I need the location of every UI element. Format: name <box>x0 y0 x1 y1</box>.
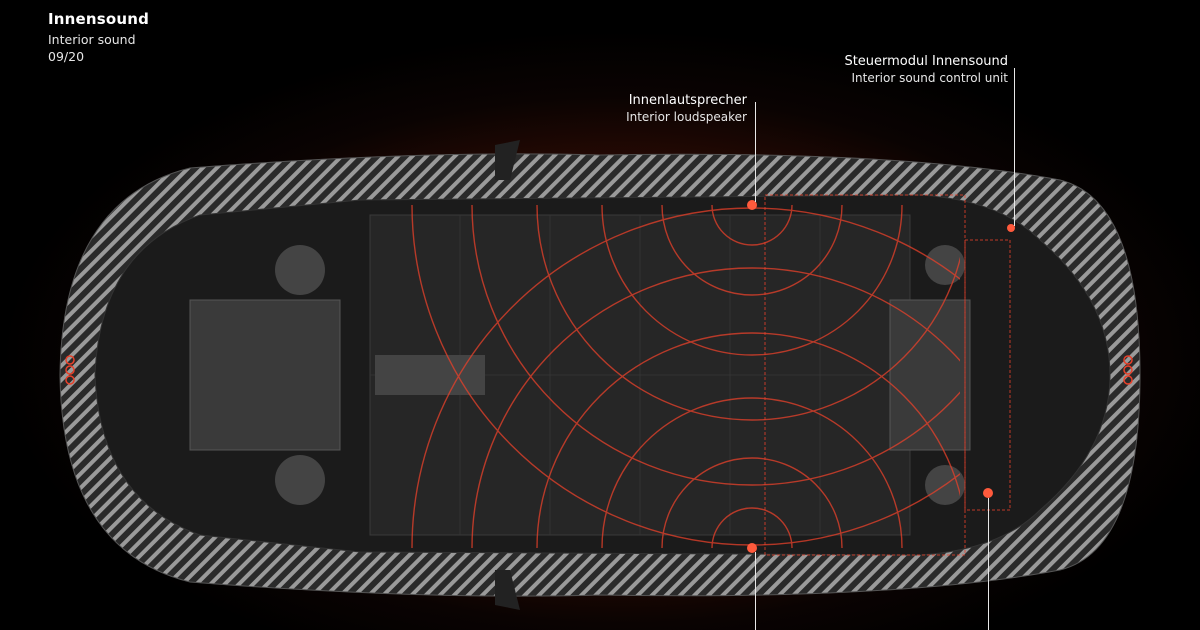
page-date: 09/20 <box>48 49 85 64</box>
leader-line <box>755 552 756 630</box>
callout-label-en: Interior loudspeaker <box>626 110 747 124</box>
leader-line <box>755 102 756 202</box>
leader-line <box>1014 68 1015 226</box>
control-unit <box>1007 224 1015 232</box>
page-subtitle: Interior sound <box>48 32 136 47</box>
mirror-left <box>495 140 520 180</box>
callout-control-unit: Steuermodul Innensound Interior sound co… <box>844 53 1008 87</box>
rear-speaker <box>983 488 993 498</box>
callout-label-de: Innenlautsprecher <box>628 93 747 108</box>
leader-line <box>988 498 989 630</box>
callout-label-en: Interior sound control unit <box>851 71 1009 85</box>
front-motor <box>189 299 341 451</box>
page-title: Innensound <box>48 10 150 28</box>
callout-interior-loudspeaker: Innenlautsprecher Interior loudspeaker <box>626 92 747 126</box>
callout-label-de: Steuermodul Innensound <box>844 54 1008 69</box>
speaker-top <box>747 200 757 210</box>
speaker-bottom <box>747 543 757 553</box>
audi-rings <box>65 355 1133 385</box>
mirror-right <box>495 570 520 610</box>
